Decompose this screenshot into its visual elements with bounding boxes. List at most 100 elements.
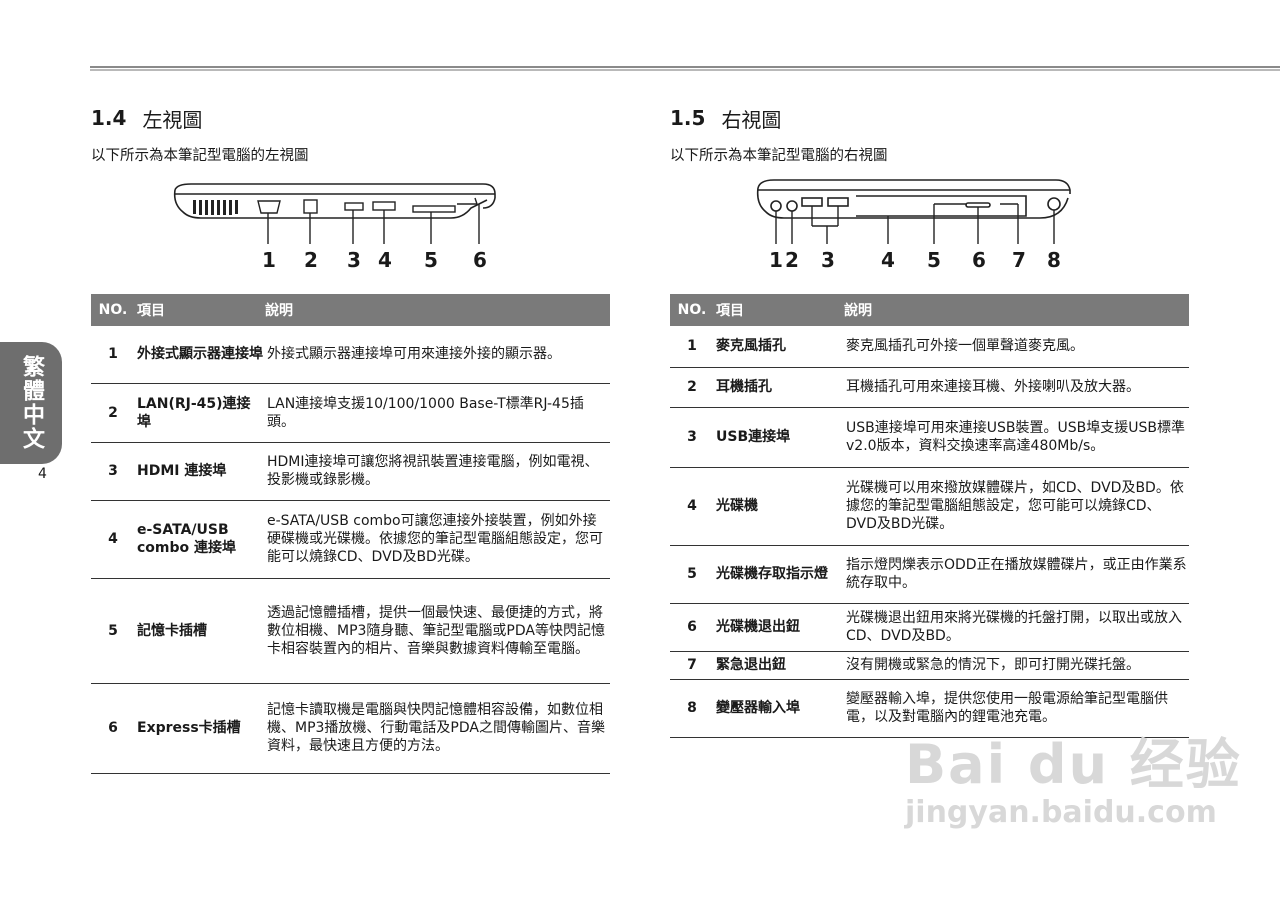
callout-5: 5	[424, 248, 438, 272]
row-item: HDMI 連接埠	[135, 442, 265, 501]
callout-1: 1	[769, 248, 783, 272]
laptop-right-side-illustration	[756, 179, 1071, 244]
table-row: 3 USB連接埠 USB連接埠可用來連接USB裝置。USB埠支援USB標準v2.…	[670, 407, 1189, 468]
callout-2: 2	[785, 248, 799, 272]
header-item: 項目	[714, 294, 844, 326]
callout-4: 4	[881, 248, 895, 272]
row-desc: LAN連接埠支援10/100/1000 Base-T標準RJ-45插頭。	[265, 383, 610, 443]
header-no: NO.	[91, 294, 135, 326]
row-item: 光碟機退出鈕	[714, 603, 844, 652]
row-no: 4	[91, 500, 135, 579]
table-row: 2 耳機插孔 耳機插孔可用來連接耳機、外接喇叭及放大器。	[670, 367, 1189, 408]
callout-1: 1	[262, 248, 276, 272]
row-desc: e-SATA/USB combo可讓您連接外接裝置，例如外接硬碟機或光碟機。依據…	[265, 500, 610, 579]
callout-8: 8	[1047, 248, 1061, 272]
section-heading: 1.5 右視圖	[670, 100, 1189, 136]
language-tab-label: 繁體中文	[19, 355, 44, 451]
row-item: Express卡插槽	[135, 683, 265, 774]
left-view-section: 1.4 左視圖 以下所示為本筆記型電腦的左視圖	[91, 100, 610, 774]
header-item: 項目	[135, 294, 265, 326]
row-no: 2	[670, 367, 714, 408]
row-item: 麥克風插孔	[714, 326, 844, 368]
table-row: 8 變壓器輸入埠 變壓器輸入埠，提供您使用一般電源給筆記型電腦供電，以及對電腦內…	[670, 679, 1189, 738]
row-desc: 記憶卡讀取機是電腦與快閃記憶體相容設備，如數位相機、MP3播放機、行動電話及PD…	[265, 683, 610, 774]
row-item: 變壓器輸入埠	[714, 679, 844, 738]
row-item: 外接式顯示器連接埠	[135, 326, 265, 384]
top-rule	[90, 66, 1280, 71]
section-number: 1.5	[670, 106, 706, 130]
callout-3: 3	[821, 248, 835, 272]
row-item: 記憶卡插槽	[135, 578, 265, 684]
row-no: 3	[91, 442, 135, 501]
row-no: 5	[91, 578, 135, 684]
section-intro: 以下所示為本筆記型電腦的左視圖	[91, 148, 309, 164]
section-title: 左視圖	[142, 107, 203, 132]
header-desc: 說明	[265, 294, 610, 326]
table-row: 6 光碟機退出鈕 光碟機退出鈕用來將光碟機的托盤打開，以取出或放入CD、DVD及…	[670, 603, 1189, 652]
callout-6: 6	[972, 248, 986, 272]
language-tab: 繁體中文	[0, 342, 62, 464]
row-desc: 沒有開機或緊急的情況下，即可打開光碟托盤。	[844, 651, 1189, 680]
row-no: 6	[670, 603, 714, 652]
watermark-logo-text: Bai du 经验	[905, 733, 1242, 796]
row-item: 光碟機存取指示燈	[714, 545, 844, 604]
row-item: 耳機插孔	[714, 367, 844, 408]
row-desc: 變壓器輸入埠，提供您使用一般電源給筆記型電腦供電，以及對電腦內的鋰電池充電。	[844, 679, 1189, 738]
row-item: USB連接埠	[714, 407, 844, 468]
left-ports-table: NO. 項目 說明 1 外接式顯示器連接埠 外接式顯示器連接埠可用來連接外接的顯…	[91, 294, 610, 774]
row-desc: 光碟機退出鈕用來將光碟機的托盤打開，以取出或放入CD、DVD及BD。	[844, 603, 1189, 652]
callout-3: 3	[347, 248, 361, 272]
row-no: 1	[91, 326, 135, 384]
callout-7: 7	[1012, 248, 1026, 272]
row-no: 4	[670, 467, 714, 546]
right-view-figure: 1 2 3 4 5 6 7 8	[670, 164, 1189, 294]
table-row: 2 LAN(RJ-45)連接埠 LAN連接埠支援10/100/1000 Base…	[91, 383, 610, 443]
row-no: 6	[91, 683, 135, 774]
row-item: 光碟機	[714, 467, 844, 546]
row-item: e-SATA/USB combo 連接埠	[135, 500, 265, 579]
baidu-watermark: Bai du 经验 jingyan.baidu.com	[905, 720, 1242, 830]
section-number: 1.4	[91, 106, 127, 130]
row-desc: 光碟機可以用來撥放媒體碟片，如CD、DVD及BD。依據您的筆記型電腦組態設定，您…	[844, 467, 1189, 546]
table-row: 5 光碟機存取指示燈 指示燈閃爍表示ODD正在播放媒體碟片，或正由作業系統存取中…	[670, 545, 1189, 604]
callout-numbers: 1 2 3 4 5 6	[91, 248, 610, 274]
callout-numbers: 1 2 3 4 5 6 7 8	[670, 248, 1189, 274]
left-view-figure: 1 2 3 4 5 6	[91, 164, 610, 294]
header-no: NO.	[670, 294, 714, 326]
row-no: 2	[91, 383, 135, 443]
row-desc: 外接式顯示器連接埠可用來連接外接的顯示器。	[265, 326, 610, 384]
table-row: 3 HDMI 連接埠 HDMI連接埠可讓您將視訊裝置連接電腦，例如電視、投影機或…	[91, 442, 610, 501]
row-item: 緊急退出鈕	[714, 651, 844, 680]
row-no: 8	[670, 679, 714, 738]
row-desc: HDMI連接埠可讓您將視訊裝置連接電腦，例如電視、投影機或錄影機。	[265, 442, 610, 501]
row-desc: 指示燈閃爍表示ODD正在播放媒體碟片，或正由作業系統存取中。	[844, 545, 1189, 604]
callout-4: 4	[378, 248, 392, 272]
row-no: 7	[670, 651, 714, 680]
table-row: 4 e-SATA/USB combo 連接埠 e-SATA/USB combo可…	[91, 500, 610, 579]
table-row: 7 緊急退出鈕 沒有開機或緊急的情況下，即可打開光碟托盤。	[670, 651, 1189, 680]
table-row: 6 Express卡插槽 記憶卡讀取機是電腦與快閃記憶體相容設備，如數位相機、M…	[91, 683, 610, 774]
callout-2: 2	[304, 248, 318, 272]
section-title: 右視圖	[721, 107, 782, 132]
row-desc: USB連接埠可用來連接USB裝置。USB埠支援USB標準v2.0版本，資料交換速…	[844, 407, 1189, 468]
section-heading: 1.4 左視圖	[91, 100, 610, 136]
row-no: 5	[670, 545, 714, 604]
right-ports-table: NO. 項目 說明 1 麥克風插孔 麥克風插孔可外接一個單聲道麥克風。 2 耳機…	[670, 294, 1189, 738]
watermark-url: jingyan.baidu.com	[905, 795, 1217, 830]
header-desc: 說明	[844, 294, 1189, 326]
table-row: 1 麥克風插孔 麥克風插孔可外接一個單聲道麥克風。	[670, 326, 1189, 368]
callout-5: 5	[927, 248, 941, 272]
section-intro: 以下所示為本筆記型電腦的右視圖	[670, 148, 888, 164]
table-row: 4 光碟機 光碟機可以用來撥放媒體碟片，如CD、DVD及BD。依據您的筆記型電腦…	[670, 467, 1189, 546]
row-desc: 耳機插孔可用來連接耳機、外接喇叭及放大器。	[844, 367, 1189, 408]
table-row: 5 記憶卡插槽 透過記憶體插槽，提供一個最快速、最便捷的方式，將數位相機、MP3…	[91, 578, 610, 684]
laptop-left-side-illustration	[173, 183, 496, 244]
table-row: 1 外接式顯示器連接埠 外接式顯示器連接埠可用來連接外接的顯示器。	[91, 326, 610, 384]
row-no: 1	[670, 326, 714, 368]
right-view-section: 1.5 右視圖 以下所示為本筆記型電腦的右視圖	[670, 100, 1189, 738]
row-desc: 透過記憶體插槽，提供一個最快速、最便捷的方式，將數位相機、MP3隨身聽、筆記型電…	[265, 578, 610, 684]
row-desc: 麥克風插孔可外接一個單聲道麥克風。	[844, 326, 1189, 368]
callout-6: 6	[473, 248, 487, 272]
row-item: LAN(RJ-45)連接埠	[135, 383, 265, 443]
row-no: 3	[670, 407, 714, 468]
